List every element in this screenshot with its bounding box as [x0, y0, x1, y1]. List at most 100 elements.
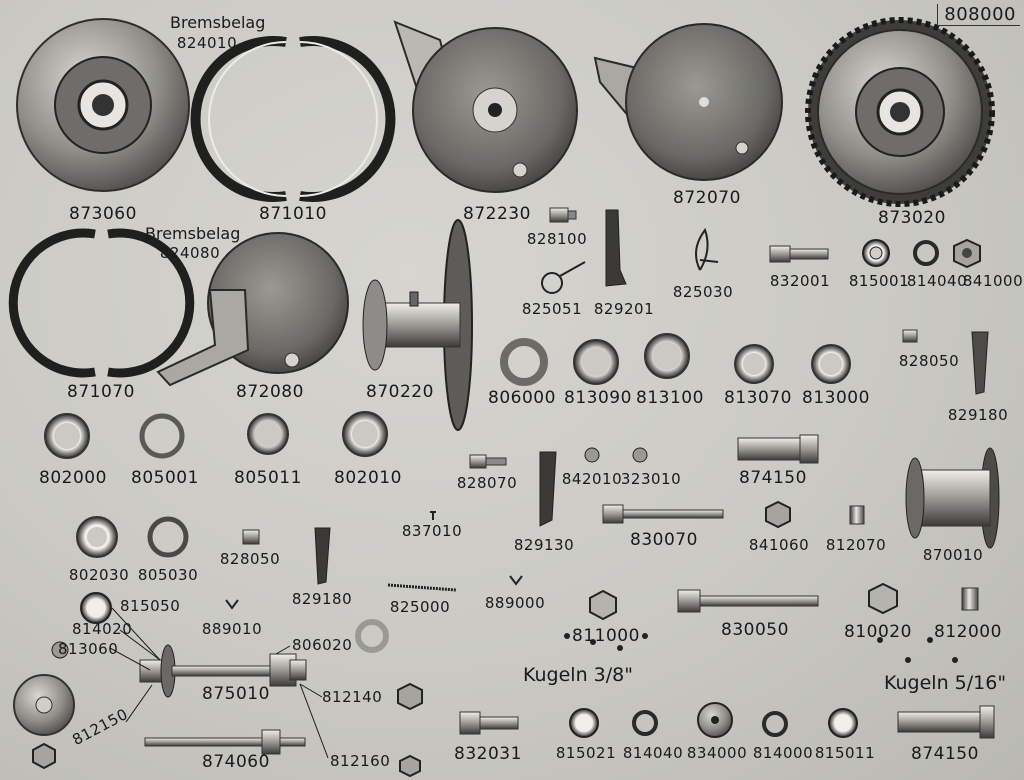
bolt-832001 [769, 245, 829, 263]
part-label: 889010 [201, 620, 263, 638]
part-label: 829180 [947, 406, 1009, 424]
spring-825030 [695, 227, 719, 271]
part-label: 802030 [68, 566, 130, 584]
part-label: 829201 [593, 300, 655, 318]
part-label: 829180 [291, 590, 353, 608]
nut-810020 [868, 582, 898, 615]
bearing-815050 [80, 592, 112, 624]
part-label: 870220 [366, 382, 434, 402]
balls-516 [877, 637, 958, 663]
brake-plate-872070 [593, 23, 783, 181]
part-label: 806020 [292, 636, 353, 654]
part-label: 812160 [330, 752, 391, 770]
nipple-812070 [849, 505, 865, 525]
plate-number: 808000 [937, 4, 1020, 26]
part-label: 828100 [526, 230, 588, 248]
bearing-815001 [862, 239, 890, 267]
part-label: 815021 [555, 744, 617, 762]
nut-814020 [51, 641, 69, 659]
part-label: 805011 [234, 468, 302, 488]
label-kugeln-516: Kugeln 5/16" [884, 672, 1007, 694]
brake-plate-872230 [393, 20, 578, 193]
part-label: 832031 [454, 744, 522, 764]
part-label: 825030 [672, 283, 734, 301]
sprocket-drum-873020 [805, 17, 995, 207]
part-label: 814000 [752, 744, 814, 762]
part-label: 814020 [72, 620, 133, 638]
clip-889010 [225, 599, 239, 610]
brake-shoes-871070 [8, 228, 195, 378]
nipple-812000 [961, 587, 979, 611]
part-label: 842010 [561, 470, 623, 488]
part-label: 323010 [620, 470, 682, 488]
part-label: 812070 [825, 536, 887, 554]
part-label: 805030 [137, 566, 199, 584]
part-label: 872070 [673, 188, 741, 208]
bearing-815011 [828, 708, 858, 738]
grease-nipple-828050-top [902, 329, 918, 343]
balls-38 [564, 633, 648, 651]
part-label: 810020 [844, 622, 912, 642]
lever-829130 [539, 451, 557, 527]
part-label: 815011 [814, 744, 876, 762]
ring-805030 [147, 516, 189, 558]
nut-323010 [632, 447, 648, 463]
ring-814040-bottom [632, 710, 658, 736]
ring-806020 [355, 619, 389, 653]
part-label: 813070 [724, 388, 792, 408]
grease-nipple-828050-mid [242, 529, 260, 545]
part-label: 841000 [962, 272, 1024, 290]
part-label: 832001 [769, 272, 831, 290]
nut-841000 [953, 238, 981, 269]
part-label: 814040 [906, 272, 968, 290]
nut-841060 [765, 500, 791, 529]
part-label: 829130 [513, 536, 575, 554]
grease-nipple-828100 [549, 207, 577, 223]
axle-874150-mid [737, 434, 819, 464]
part-label: 830050 [721, 620, 789, 640]
clip-889000 [509, 575, 523, 586]
part-label: 812140 [322, 688, 383, 706]
brake-shoes-871010 [190, 36, 396, 202]
part-label: 813000 [802, 388, 870, 408]
part-label: 802000 [39, 468, 107, 488]
spring-825000 [387, 583, 457, 592]
lever-829180-mid [314, 527, 331, 585]
axle-874060 [144, 729, 306, 755]
bearing-802030 [76, 516, 118, 558]
part-label: 828050 [219, 550, 281, 568]
part-label: 872230 [463, 204, 531, 224]
pin-837010 [430, 511, 436, 520]
part-label: 815001 [848, 272, 910, 290]
part-label: 841060 [748, 536, 810, 554]
part-label: 815050 [120, 597, 181, 615]
spring-825051 [541, 261, 586, 294]
part-label: 828050 [898, 352, 960, 370]
part-label: 889000 [484, 594, 546, 612]
part-label: 814040 [622, 744, 684, 762]
ring-806000 [500, 338, 548, 386]
part-label: 871070 [67, 382, 135, 402]
part-label: 874150 [911, 744, 979, 764]
part-label: 802010 [334, 468, 402, 488]
hub-870220 [362, 219, 473, 431]
label-bremsbelag-top: Bremsbelag [170, 13, 266, 32]
bolt-830050 [677, 589, 819, 613]
part-label: 811000 [572, 626, 640, 646]
part-label: 825051 [521, 300, 583, 318]
hub-870010 [905, 447, 1000, 549]
part-label: 837010 [401, 522, 463, 540]
part-label: 813100 [636, 388, 704, 408]
disc-813060 [13, 674, 75, 736]
part-label: 871010 [259, 204, 327, 224]
part-label: 873020 [878, 208, 946, 228]
part-label: 873060 [69, 204, 137, 224]
leader-lines [109, 607, 329, 759]
ring-802000 [44, 413, 90, 459]
part-label: 870010 [922, 546, 984, 564]
part-label: 874150 [739, 468, 807, 488]
grease-nipple-828070 [469, 454, 507, 469]
ring-805011 [247, 413, 289, 455]
bolt-830070 [602, 504, 724, 524]
